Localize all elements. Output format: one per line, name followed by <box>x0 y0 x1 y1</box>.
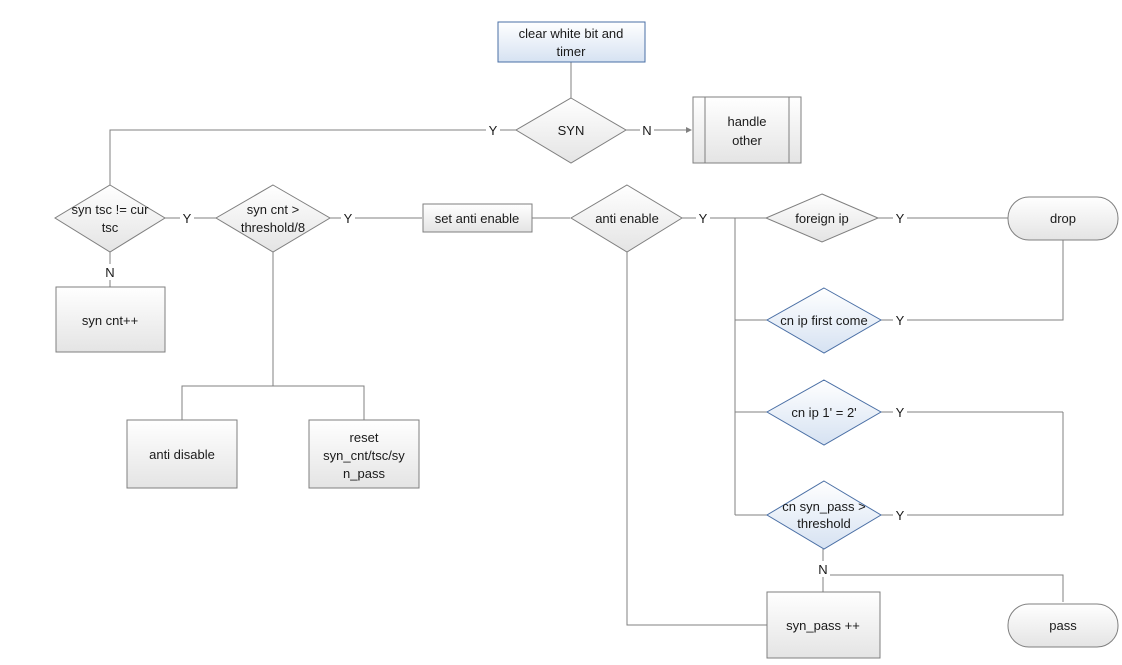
syn-cnt-line2: threshold/8 <box>241 220 305 235</box>
process-set-anti-enable: set anti enable <box>422 203 533 233</box>
process-syn-cnt-inc: syn cnt++ <box>55 286 166 353</box>
pass-label: pass <box>1049 618 1077 633</box>
start-label-line1: clear white bit and <box>519 26 624 41</box>
decision-cn-syn-pass: cn syn_pass > threshold <box>766 480 882 550</box>
set-anti-enable-label: set anti enable <box>435 211 520 226</box>
foreign-ip-label: foreign ip <box>795 211 848 226</box>
syn-cnt-line1: syn cnt > <box>247 202 299 217</box>
reset-line1: reset <box>350 430 379 445</box>
edge-label-pass-no: N <box>818 562 827 577</box>
anti-disable-label: anti disable <box>149 447 215 462</box>
syn-tsc-line2: tsc <box>102 220 119 235</box>
handle-other-line1: handle <box>727 114 766 129</box>
process-start: clear white bit and timer <box>497 21 646 63</box>
start-label-line2: timer <box>557 44 587 59</box>
decision-syn: SYN <box>515 97 627 164</box>
edge-label-12-yes: Y <box>896 405 905 420</box>
cn-ip-first-label: cn ip first come <box>780 313 867 328</box>
drop-label: drop <box>1050 211 1076 226</box>
edges <box>109 61 1064 626</box>
process-anti-disable: anti disable <box>126 419 238 489</box>
process-reset: reset syn_cnt/tsc/sy n_pass <box>308 419 420 489</box>
reset-line3: n_pass <box>343 466 385 481</box>
edge-label-syn-yes: Y <box>489 123 498 138</box>
edge-label-syn-no: N <box>642 123 651 138</box>
cn-syn-pass-line1: cn syn_pass > <box>782 499 865 514</box>
process-syn-pass-inc: syn_pass ++ <box>766 591 881 659</box>
decision-syn-tsc: syn tsc != cur tsc <box>54 184 166 253</box>
edge-label-anti-yes: Y <box>699 211 708 226</box>
syn-label: SYN <box>558 123 585 138</box>
edge-label-pass-yes: Y <box>896 508 905 523</box>
terminal-drop: drop <box>1007 196 1119 241</box>
cn-ip-12-label: cn ip 1' = 2' <box>791 405 856 420</box>
decision-cn-ip-first: cn ip first come <box>765 287 883 354</box>
syn-tsc-line1: syn tsc != cur <box>72 202 150 217</box>
syn-cnt-inc-label: syn cnt++ <box>82 313 138 328</box>
edge-label-foreign-yes: Y <box>896 211 905 226</box>
edge-labels: Y N Y N Y Y Y Y Y Y N <box>103 122 907 577</box>
edge-label-cnt-yes: Y <box>344 211 353 226</box>
decision-foreign-ip: foreign ip <box>764 193 880 243</box>
syn-pass-inc-label: syn_pass ++ <box>786 618 860 633</box>
edge-label-tsc-yes: Y <box>183 211 192 226</box>
handle-other-line2: other <box>732 133 762 148</box>
decision-anti-enable: anti enable <box>570 184 683 253</box>
decision-cn-ip-12: cn ip 1' = 2' <box>765 379 883 446</box>
decision-syn-cnt: syn cnt > threshold/8 <box>215 184 331 253</box>
edge-label-first-yes: Y <box>896 313 905 328</box>
anti-enable-label: anti enable <box>595 211 659 226</box>
reset-line2: syn_cnt/tsc/sy <box>323 448 405 463</box>
terminal-pass: pass <box>1007 603 1119 648</box>
cn-syn-pass-line2: threshold <box>797 516 850 531</box>
edge-label-tsc-no: N <box>105 265 114 280</box>
subprocess-handle-other: handle other <box>692 96 802 164</box>
